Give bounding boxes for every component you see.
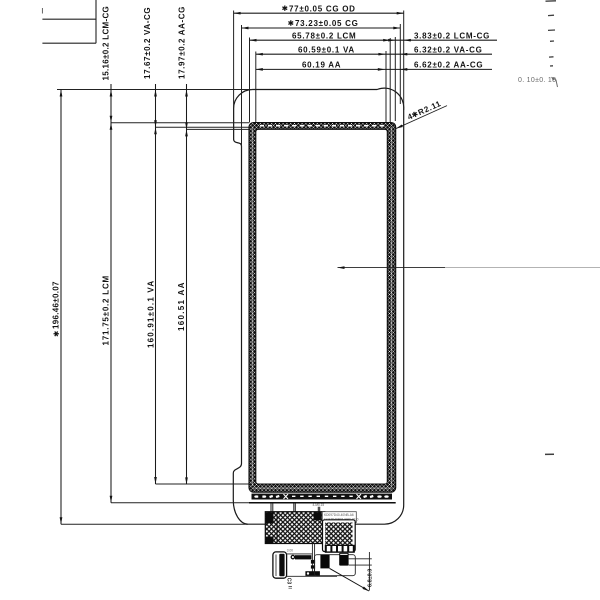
svg-text:6.8±0.3: 6.8±0.3 bbox=[368, 569, 374, 587]
svg-text:4: 4 bbox=[406, 112, 414, 122]
svg-text:C3: C3 bbox=[286, 578, 292, 585]
svg-text:4-M0.15: 4-M0.15 bbox=[313, 503, 325, 507]
svg-text:160.91±0.1 VA: 160.91±0.1 VA bbox=[147, 280, 156, 348]
svg-text:3.00: 3.00 bbox=[287, 548, 293, 552]
svg-text:77±0.05 CG OD: 77±0.05 CG OD bbox=[289, 4, 356, 13]
svg-text:R2.11: R2.11 bbox=[417, 99, 443, 117]
svg-text:171.75±0.2 LCM: 171.75±0.2 LCM bbox=[102, 275, 111, 345]
svg-text:17.67±0.2 VA-CG: 17.67±0.2 VA-CG bbox=[143, 7, 152, 79]
svg-text:KD097D40-40NB-A6: KD097D40-40NB-A6 bbox=[324, 513, 354, 517]
svg-text:3.83±0.2 LCM-CG: 3.83±0.2 LCM-CG bbox=[414, 31, 490, 40]
svg-text:15.16±0.2 LCM-CG: 15.16±0.2 LCM-CG bbox=[102, 6, 111, 81]
svg-text:73.23±0.05 CG: 73.23±0.05 CG bbox=[295, 19, 359, 28]
svg-text:65.78±0.2 LCM: 65.78±0.2 LCM bbox=[292, 31, 356, 40]
svg-text:160.51 AA: 160.51 AA bbox=[177, 281, 186, 331]
svg-text:17.97±0.2 AA-CG: 17.97±0.2 AA-CG bbox=[178, 6, 187, 79]
svg-text:6.62±0.2 AA-CG: 6.62±0.2 AA-CG bbox=[414, 61, 483, 70]
svg-text:0. 10±0. 10: 0. 10±0. 10 bbox=[518, 77, 556, 84]
svg-text:60.19 AA: 60.19 AA bbox=[302, 61, 341, 70]
svg-text:196.46±0.07: 196.46±0.07 bbox=[52, 281, 61, 329]
svg-text:60.59±0.1 VA: 60.59±0.1 VA bbox=[298, 45, 355, 54]
svg-text:6.32±0.2 VA-CG: 6.32±0.2 VA-CG bbox=[414, 45, 483, 54]
